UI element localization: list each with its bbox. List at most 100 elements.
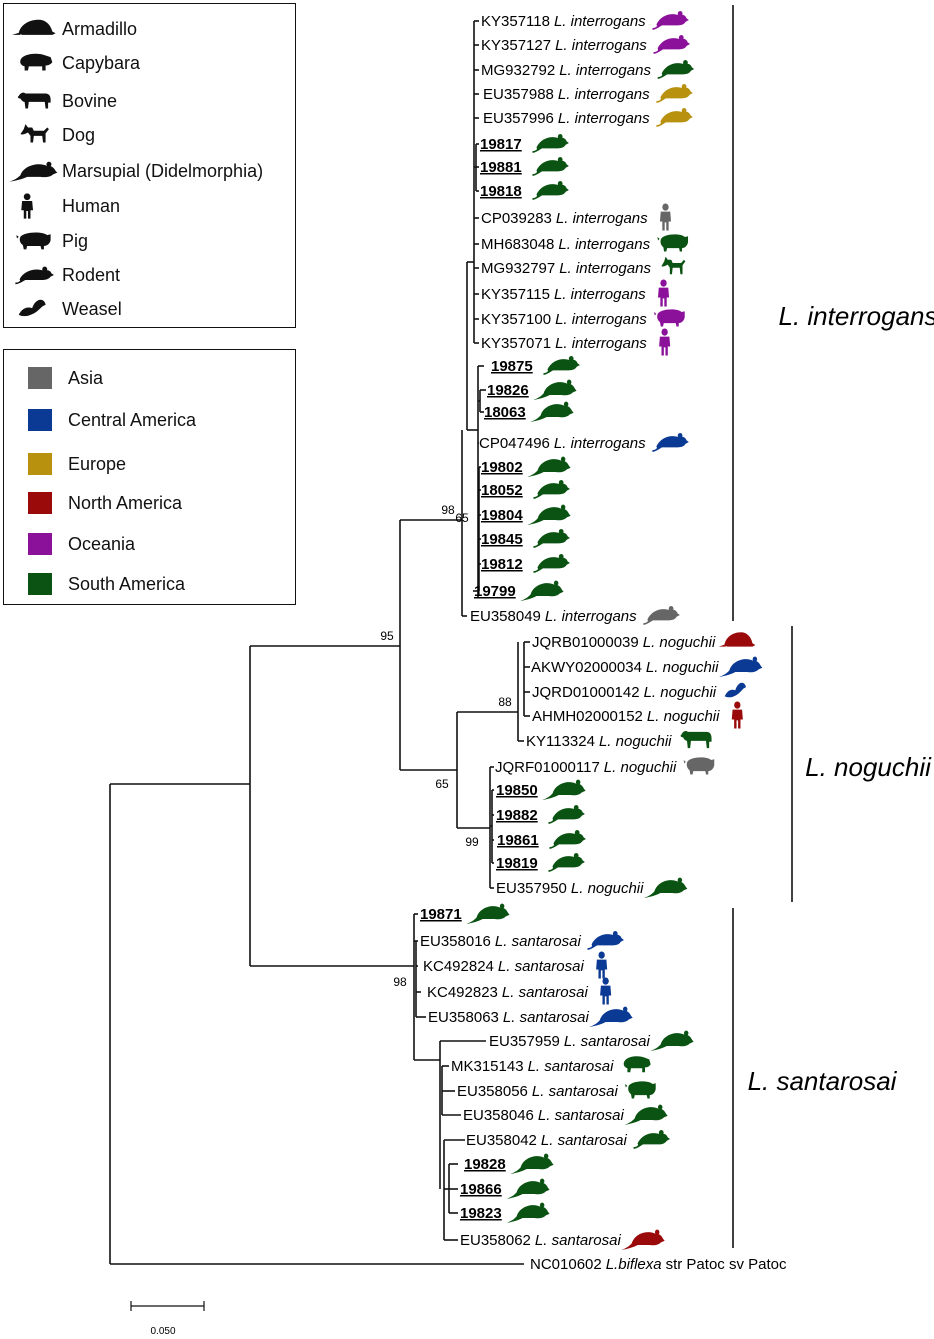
region-legend-item: Central America xyxy=(28,408,196,432)
species-name: L. noguchii xyxy=(644,684,717,701)
leaf-label: 19823 xyxy=(460,1205,502,1222)
tree-leaf: 18052 xyxy=(481,480,570,499)
rodent-icon xyxy=(587,931,624,950)
marsupial-icon xyxy=(520,580,564,602)
rodent-icon xyxy=(653,35,690,54)
species-name: L. interrogans xyxy=(559,62,651,79)
rodent-icon xyxy=(548,805,585,824)
accession-id: JQRF01000117 xyxy=(495,759,600,776)
bootstrap-support-label: 88 xyxy=(498,695,512,709)
accession-id: MK315143 xyxy=(451,1058,524,1075)
host-legend-label: Rodent xyxy=(62,264,121,285)
rodent-icon xyxy=(652,11,689,30)
tree-leaf: 19882 xyxy=(496,805,585,824)
rodent-icon xyxy=(656,84,693,103)
leaf-label: 19845 xyxy=(481,531,523,548)
sample-id: 19875 xyxy=(491,358,533,375)
species-name: L. interrogans xyxy=(554,13,646,30)
host-legend-label: Human xyxy=(62,195,121,216)
marsupial-icon xyxy=(542,779,586,801)
sample-id: 19818 xyxy=(480,183,522,200)
capybara-icon xyxy=(623,1056,651,1073)
host-legend-item: Armadillo xyxy=(4,14,137,44)
tree-leaf: 19804 xyxy=(481,504,571,526)
pig-icon xyxy=(625,1081,656,1099)
accession-id: KY357071 xyxy=(481,335,551,352)
sample-id: 19881 xyxy=(480,159,522,176)
leaf-label: 19817 xyxy=(480,136,522,153)
species-name: L. interrogans xyxy=(556,210,648,227)
leaf-label: 18052 xyxy=(481,482,523,499)
accession-id: JQRB01000039 xyxy=(532,634,639,651)
sample-id: 19882 xyxy=(496,807,538,824)
accession-id: EU358016 xyxy=(420,933,491,950)
marsupial-icon xyxy=(621,1229,665,1251)
species-name: L. santarosai xyxy=(503,1009,590,1026)
sample-id: 19866 xyxy=(460,1181,502,1198)
rodent-icon xyxy=(652,433,689,452)
region-swatch xyxy=(28,492,52,514)
region-legend-item: Asia xyxy=(28,366,103,390)
capybara-icon xyxy=(4,48,62,78)
marsupial-icon xyxy=(527,504,571,526)
species-name: L. santarosai xyxy=(535,1232,622,1249)
leaf-label: 19882 xyxy=(496,807,538,824)
human-icon xyxy=(731,701,743,729)
rodent-icon xyxy=(533,480,570,499)
sample-id: 18052 xyxy=(481,482,523,499)
human-icon xyxy=(4,191,62,221)
accession-id: MG932797 xyxy=(481,260,555,277)
host-legend-item: Weasel xyxy=(4,294,122,324)
rodent-icon xyxy=(532,181,569,200)
marsupial-icon xyxy=(506,1178,550,1200)
species-name: L. interrogans xyxy=(558,86,650,103)
host-legend-item: Rodent xyxy=(4,260,120,290)
region-legend-label: Oceania xyxy=(68,533,136,554)
sample-id: 19871 xyxy=(420,906,462,923)
accession-id: KY357115 xyxy=(481,286,550,303)
accession-id: CP047496 xyxy=(479,435,550,452)
leaf-label: 19819 xyxy=(496,855,538,872)
accession-id: KY357118 xyxy=(481,13,550,30)
species-name: L. noguchii xyxy=(643,634,716,651)
region-swatch xyxy=(28,573,52,595)
species-name: L. interrogans xyxy=(545,608,637,625)
marsupial-icon xyxy=(624,1104,668,1126)
clade-label: L. interrogans xyxy=(779,301,934,331)
region-swatch xyxy=(28,409,52,431)
sample-id: 19812 xyxy=(481,556,523,573)
scale-bar-label: 0.050 xyxy=(150,1326,175,1337)
accession-id: JQRD01000142 xyxy=(532,684,640,701)
weasel-icon xyxy=(724,682,746,698)
leaf-label: 19866 xyxy=(460,1181,502,1198)
armadillo-icon xyxy=(718,632,756,647)
tree-leaf: 19823 xyxy=(460,1202,550,1224)
clade-label: L. santarosai xyxy=(748,1066,898,1096)
species-name: L. santarosai xyxy=(541,1132,628,1149)
species-name: L. santarosai xyxy=(564,1033,651,1050)
sample-id: 19861 xyxy=(497,832,539,849)
leaf-label: 19861 xyxy=(497,832,539,849)
sample-id: 19819 xyxy=(496,855,538,872)
bootstrap-support-label: 98 xyxy=(393,975,407,989)
species-name: L. santarosai xyxy=(528,1058,615,1075)
